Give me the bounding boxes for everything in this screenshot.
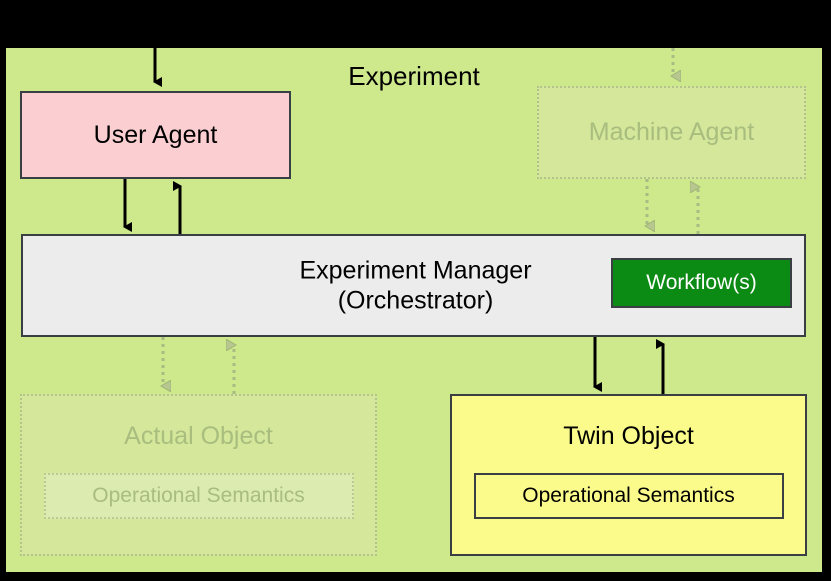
node-actual-object[interactable]: Actual Object Operational Semantics: [20, 394, 377, 556]
twin-object-operational-semantics[interactable]: Operational Semantics: [473, 473, 784, 519]
twin-object-label: Twin Object: [563, 422, 694, 450]
workflows-label: Workflow(s): [646, 271, 757, 294]
actual-object-operational-semantics-label: Operational Semantics: [92, 484, 305, 507]
node-twin-object[interactable]: Twin Object Operational Semantics: [450, 394, 807, 556]
experiment-manager-label: Experiment Manager (Orchestrator): [23, 255, 808, 316]
experiment-manager-label-line2: (Orchestrator): [337, 286, 494, 315]
user-agent-label: User Agent: [93, 120, 218, 149]
machine-agent-label: Machine Agent: [588, 118, 755, 146]
twin-object-operational-semantics-label: Operational Semantics: [522, 484, 735, 507]
node-user-agent[interactable]: User Agent: [20, 91, 291, 179]
actual-object-operational-semantics[interactable]: Operational Semantics: [43, 473, 354, 519]
experiment-manager-label-line1: Experiment Manager: [299, 256, 532, 284]
experiment-title: Experiment: [348, 61, 480, 91]
node-machine-agent[interactable]: Machine Agent: [537, 86, 806, 179]
actual-object-label: Actual Object: [124, 422, 273, 450]
node-workflows[interactable]: Workflow(s): [611, 258, 792, 308]
